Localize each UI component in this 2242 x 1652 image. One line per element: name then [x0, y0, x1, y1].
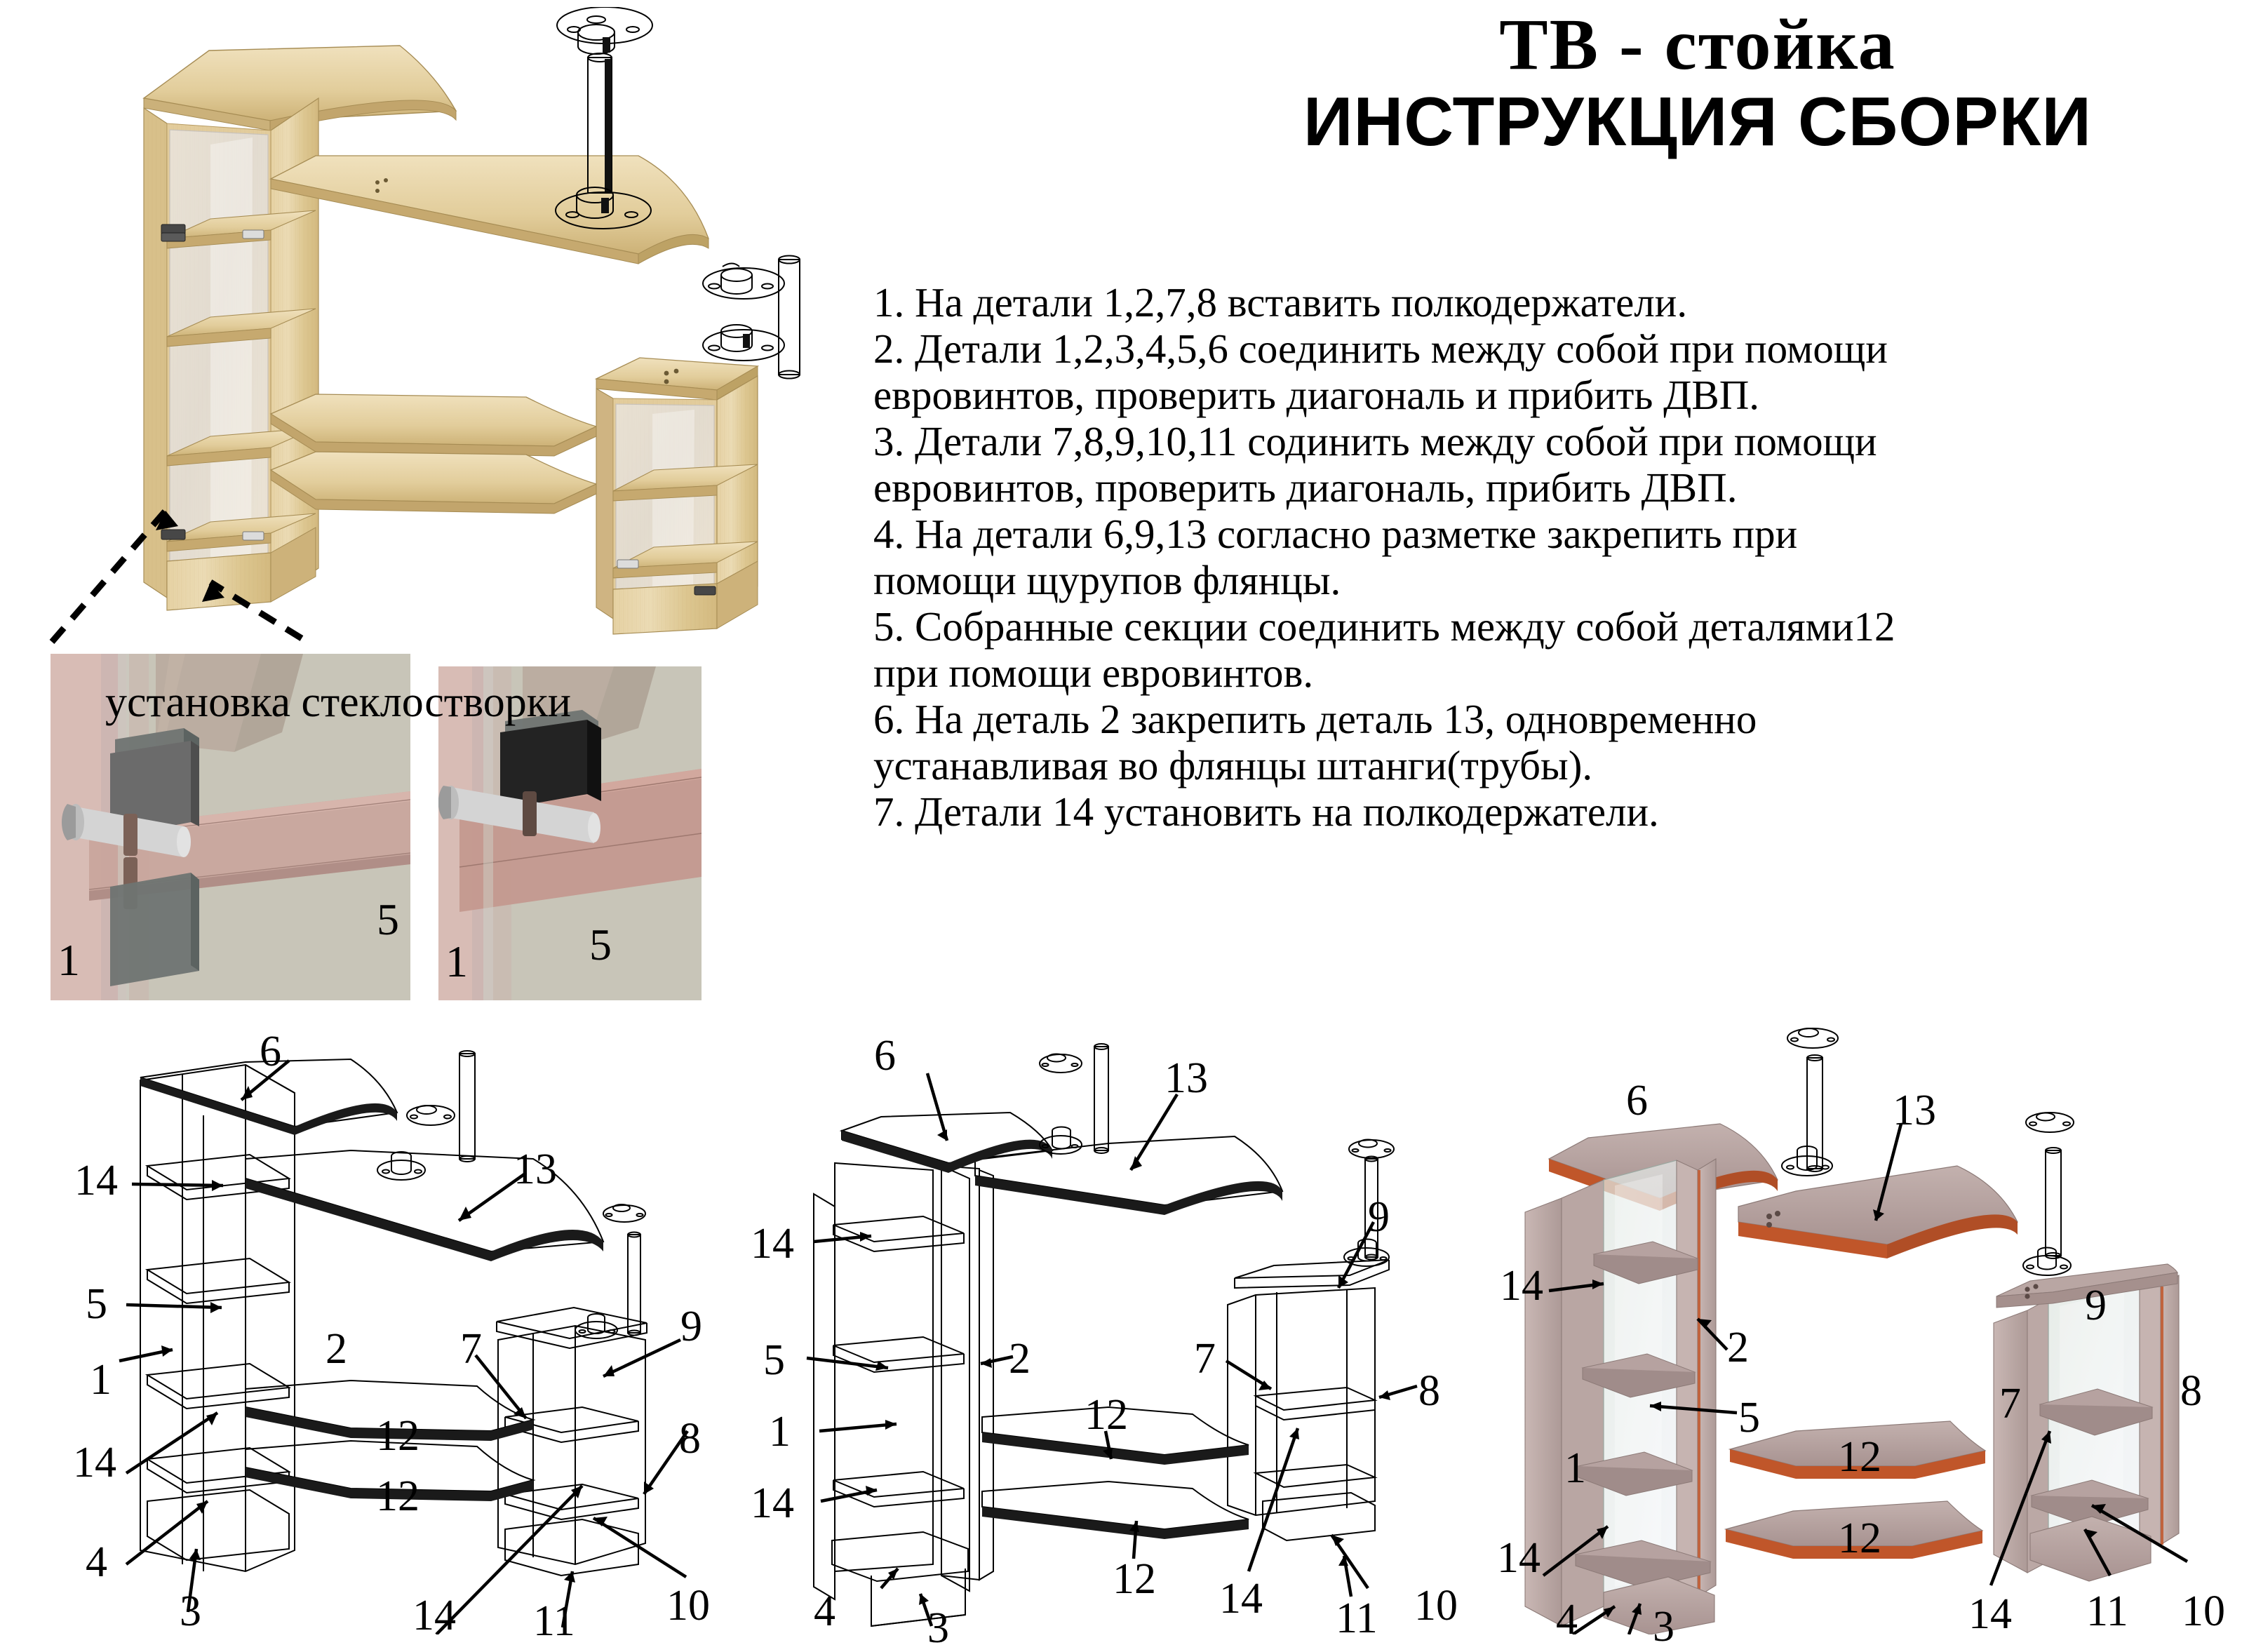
- flange-tube-hardware-upper: [555, 7, 653, 229]
- instruction-step-3-line-1: 3. Детали 7,8,9,10,11 содинить между соб…: [873, 418, 1877, 464]
- label-part-4: 4: [814, 1587, 835, 1635]
- assembled-unit-illustration: [105, 7, 849, 638]
- label-part-3: 3: [927, 1604, 949, 1652]
- part-1-side-panel: [143, 107, 168, 599]
- label-part-9: 9: [680, 1303, 702, 1350]
- label-part-10: 10: [2182, 1587, 2225, 1635]
- label-part-8: 8: [679, 1415, 701, 1463]
- exploded-view-right-shaded: 6 13 14 2 5 1 14 9 7 8 12 12 14 4 3 11 1…: [1466, 975, 2242, 1648]
- instruction-step-5-line-1: 5. Собранные секции соединить между собо…: [873, 603, 1895, 650]
- label-part-14-c: 14: [1968, 1590, 2012, 1638]
- label-part-3: 3: [1653, 1603, 1674, 1651]
- exploded-view-center-wireframe: 6 13 14 5 2 9 1 14 7 8 12 12 14 4 3 11 1…: [744, 1010, 1459, 1650]
- assembly-instructions-list: 1. На детали 1,2,7,8 вставить полкодержа…: [873, 279, 2231, 835]
- assembled-unit-svg: [142, 7, 800, 635]
- label-part-10: 10: [1414, 1582, 1458, 1630]
- label-part-14-a: 14: [751, 1220, 794, 1268]
- label-part-4: 4: [1556, 1596, 1578, 1644]
- label-part-2: 2: [1009, 1335, 1031, 1383]
- label-part-13: 13: [1164, 1054, 1208, 1102]
- part-12-shelves: [1724, 1421, 1987, 1559]
- instruction-step-5-line-2: при помощи евровинтов.: [873, 650, 1314, 696]
- label-part-14-b: 14: [751, 1479, 794, 1527]
- label-part-13: 13: [513, 1146, 557, 1193]
- detail-photo-left: 1 5: [51, 654, 410, 1000]
- part-14-shelves: [1577, 1241, 1699, 1496]
- page-title: ТВ - стойка ИНСТРУКЦИЯ СБОРКИ: [1164, 4, 2231, 161]
- label-part-7: 7: [1999, 1380, 2021, 1428]
- label-part-13: 13: [1893, 1087, 1936, 1134]
- instruction-step-1-line-1: 1. На детали 1,2,7,8 вставить полкодержа…: [873, 279, 1688, 325]
- label-part-9: 9: [2085, 1282, 2107, 1329]
- part-6-top-board: [142, 45, 457, 131]
- title-line-2: ИНСТРУКЦИЯ СБОРКИ: [1303, 83, 2092, 161]
- exploded-view-left-wireframe: 6 14 13 5 1 2 14 7 9 12 12 4 3 14 8 11 1…: [42, 1010, 758, 1643]
- label-part-1: 1: [90, 1356, 112, 1404]
- detail-right-label-1: 1: [445, 936, 468, 986]
- label-part-12-a: 12: [1085, 1391, 1128, 1439]
- instruction-step-4-line-2: помощи щурупов флянцы.: [873, 557, 1341, 603]
- label-part-1: 1: [769, 1408, 791, 1456]
- part-14-shelves-tower: [166, 210, 316, 552]
- instruction-step-7-line-1: 7. Детали 14 установить на полкодержател…: [873, 788, 1659, 835]
- label-part-14-b: 14: [1497, 1534, 1540, 1582]
- label-part-7: 7: [1194, 1335, 1216, 1383]
- label-part-14-b: 14: [73, 1439, 116, 1486]
- detail-left-label-5: 5: [377, 894, 399, 944]
- label-part-2: 2: [1727, 1324, 1749, 1371]
- label-part-12-a: 12: [376, 1412, 419, 1460]
- label-part-7: 7: [460, 1325, 482, 1373]
- label-part-8: 8: [1418, 1367, 1440, 1415]
- label-part-14-c: 14: [412, 1592, 456, 1639]
- detail-right-label-5: 5: [589, 920, 612, 969]
- detail-photo-right-graphics: [438, 666, 702, 1000]
- label-part-11: 11: [1336, 1594, 1378, 1642]
- label-part-2: 2: [325, 1325, 347, 1373]
- detail-photo-right: 1 5: [438, 666, 702, 1000]
- label-part-8: 8: [2180, 1367, 2202, 1415]
- label-part-12-a: 12: [1838, 1433, 1881, 1481]
- label-part-5: 5: [763, 1336, 785, 1384]
- instruction-step-2-line-2: евровинтов, проверить диагональ и прибит…: [873, 372, 1760, 418]
- label-part-12-b: 12: [376, 1472, 419, 1520]
- label-part-6: 6: [260, 1028, 281, 1075]
- label-part-5: 5: [1738, 1394, 1760, 1442]
- detail-photo-left-graphics: [61, 654, 410, 1000]
- label-part-10: 10: [666, 1582, 710, 1630]
- exploded-right-svg: [1524, 1028, 2189, 1634]
- label-part-6: 6: [1626, 1077, 1648, 1124]
- flange-tube-hardware-lower: [702, 255, 800, 380]
- part-12-long-shelf-lower: [269, 451, 598, 514]
- label-part-14-a: 14: [1500, 1262, 1543, 1310]
- label-part-3: 3: [180, 1587, 201, 1635]
- label-part-6: 6: [874, 1032, 896, 1080]
- part-13-board: [1738, 1165, 2018, 1258]
- label-part-4: 4: [86, 1538, 107, 1586]
- instruction-step-6-line-2: устанавливая во флянцы штанги(трубы).: [873, 742, 1593, 788]
- label-part-12-b: 12: [1838, 1515, 1881, 1562]
- exploded-left-svg: [119, 1050, 689, 1634]
- part-12-long-shelf-upper: [269, 394, 598, 457]
- instruction-step-3-line-2: евровинтов, проверить диагональ, прибить…: [873, 464, 1738, 511]
- label-part-5: 5: [86, 1280, 107, 1328]
- instruction-step-4-line-1: 4. На детали 6,9,13 согласно разметке за…: [873, 511, 1798, 557]
- label-part-11: 11: [533, 1597, 575, 1645]
- title-line-1: ТВ - стойка: [1499, 4, 1896, 85]
- label-part-1: 1: [1564, 1444, 1586, 1492]
- part-3-4-plinth: [1574, 1540, 1715, 1634]
- label-part-11: 11: [2086, 1587, 2128, 1635]
- exploded-center-svg: [806, 1043, 1418, 1627]
- right-cabinet: [1993, 1263, 2180, 1582]
- detail-photos-caption: установка стеклостворки: [105, 678, 572, 726]
- right-cabinet-assembly: [594, 357, 760, 635]
- instruction-step-6-line-1: 6. На деталь 2 закрепить деталь 13, одно…: [873, 696, 1757, 742]
- detail-left-label-1: 1: [58, 935, 80, 985]
- part-13-top-long-shelf: [269, 155, 709, 264]
- label-part-14-a: 14: [74, 1157, 118, 1204]
- instruction-step-2-line-1: 2. Детали 1,2,3,4,5,6 соединить между со…: [873, 325, 1888, 372]
- label-part-14-c: 14: [1219, 1575, 1263, 1623]
- label-part-12-b: 12: [1113, 1555, 1156, 1603]
- label-part-9: 9: [1368, 1193, 1390, 1241]
